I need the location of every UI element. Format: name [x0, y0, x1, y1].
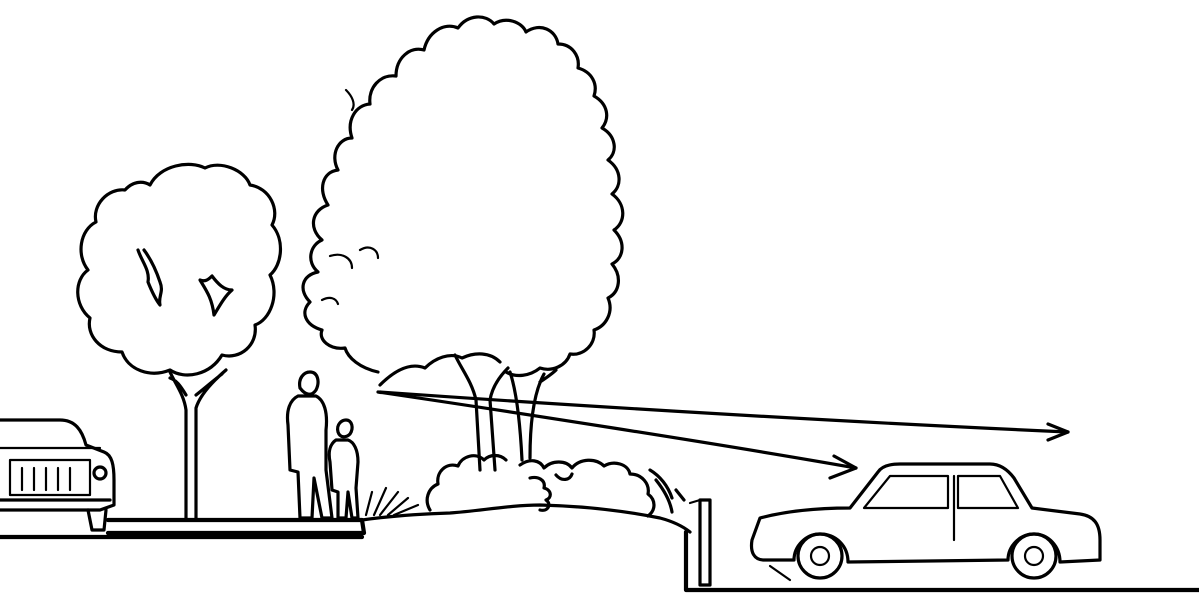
sedan-rear-wheel [1012, 534, 1056, 578]
ground-lines [0, 500, 1199, 590]
sedan-front-wheel [798, 534, 842, 578]
grass-tuft [366, 488, 418, 515]
sedan-rear-hub [1025, 547, 1043, 565]
two-pedestrians [287, 372, 358, 518]
sedan-body [752, 464, 1101, 562]
car-left-body [0, 420, 114, 510]
adult-head [300, 372, 318, 394]
parked-car-left [0, 420, 114, 530]
sedan-front-window [864, 476, 948, 508]
round-tree-crown [78, 164, 281, 375]
car-left-wheel [88, 510, 106, 530]
adult-body [287, 396, 332, 518]
sedan-front-hub [811, 547, 829, 565]
child-body [329, 440, 358, 518]
berm-line [362, 505, 690, 532]
shrub-detail [556, 474, 572, 479]
round-tree-foliage-mark-2 [200, 276, 232, 315]
big-tree-crown [303, 17, 623, 376]
sedan-car-right [752, 464, 1101, 580]
lower-sight-line [378, 392, 856, 468]
grass-tufts [366, 488, 418, 515]
round-tree-trunk [170, 370, 226, 518]
large-canopy-tree [303, 17, 623, 470]
child-head [338, 420, 352, 437]
round-deciduous-tree [78, 164, 281, 518]
round-tree-foliage-mark-1 [138, 250, 161, 305]
car-left-headlight [94, 467, 106, 479]
sedan-mudflap [770, 566, 790, 580]
car-left-grille-bars [22, 468, 70, 490]
sedan-rear-window [958, 476, 1018, 508]
big-tree-lower-canopy [380, 354, 500, 385]
low-wall [700, 500, 710, 585]
upper-sight-line [380, 392, 1068, 432]
left-ground-slab [108, 520, 364, 533]
